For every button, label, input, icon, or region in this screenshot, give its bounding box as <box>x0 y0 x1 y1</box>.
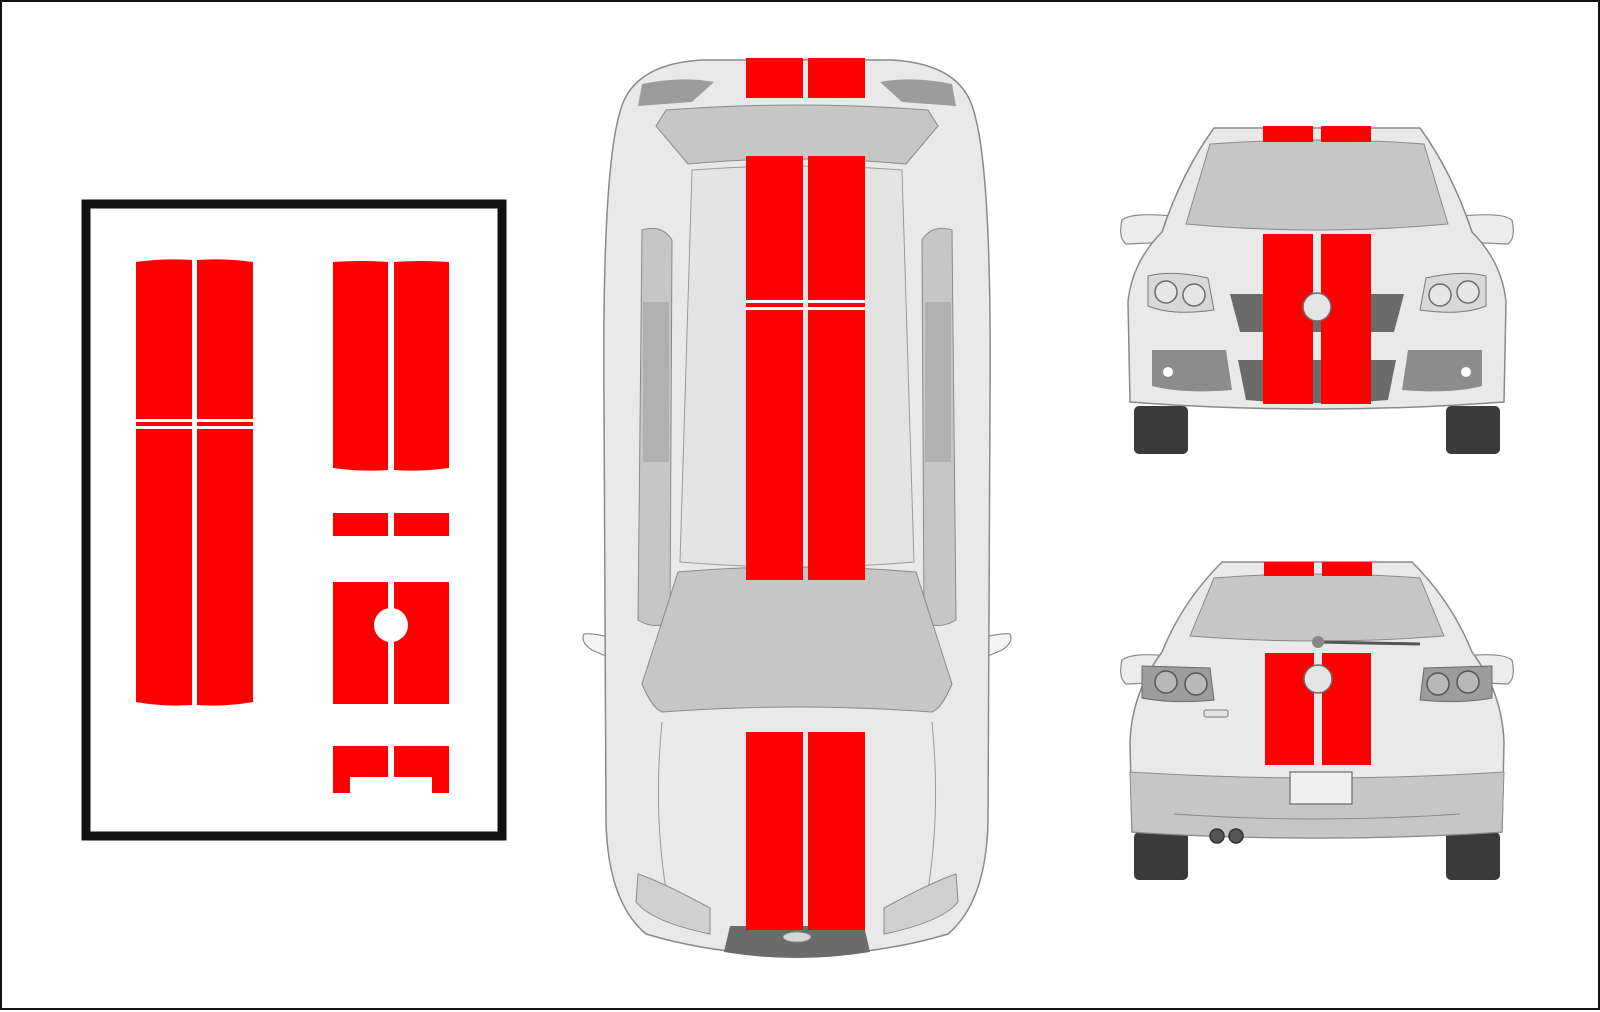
decal-hatch-strip-left <box>333 582 388 704</box>
rear-stripe-top-left <box>1264 562 1314 576</box>
top-rear-window <box>655 104 939 165</box>
rear-window <box>1189 573 1445 642</box>
top-stripe-rear-left <box>746 58 803 98</box>
front-tire-left <box>1134 406 1188 454</box>
car-rear-view <box>1120 561 1514 880</box>
rear-lamp-icon <box>1426 672 1450 696</box>
top-badge-icon <box>782 931 812 943</box>
top-stripe-roof-right <box>808 156 865 580</box>
front-fog-light-icon <box>1461 367 1471 377</box>
rear-diffuser-line <box>1173 813 1461 820</box>
rear-license-plate <box>1289 771 1353 805</box>
rear-wiper <box>1317 640 1421 646</box>
top-stripe-hood-left <box>746 732 803 930</box>
rear-exhaust-icon <box>1209 828 1225 844</box>
front-lamp-icon <box>1154 280 1178 304</box>
car-top-view <box>582 58 1012 958</box>
rear-lamp-icon <box>1456 670 1480 694</box>
front-fog-light-icon <box>1163 367 1173 377</box>
front-tire-right <box>1446 406 1500 454</box>
top-headlight-left <box>635 873 711 935</box>
decal-gap-line <box>134 426 255 429</box>
decal-small-strip-right <box>394 513 449 536</box>
top-rear-light-left <box>638 79 714 106</box>
front-lamp-icon <box>1428 283 1452 307</box>
top-stripe-hood-right <box>808 732 865 930</box>
decal-bumper-strip-left <box>333 746 388 793</box>
top-side-glass-shade-left <box>643 302 669 462</box>
top-stripe-gap-line <box>746 300 865 303</box>
front-lamp-icon <box>1456 280 1480 304</box>
car-front-view <box>1120 126 1514 454</box>
front-lower-grille <box>1238 360 1396 403</box>
rear-tire-right <box>1446 832 1500 880</box>
decal-layout-sheet <box>81 199 507 841</box>
decal-long-strip-left <box>136 259 192 706</box>
rear-lamp-icon <box>1184 672 1208 696</box>
top-stripe-gap-line <box>746 307 865 310</box>
decal-gap-line <box>134 419 255 422</box>
rear-reflector <box>1203 709 1229 718</box>
front-stripe-top-left <box>1263 126 1313 142</box>
top-headlight-right <box>883 873 959 935</box>
decal-badge-cutout <box>374 608 408 642</box>
rear-exhaust-icon <box>1228 828 1244 844</box>
front-lamp-icon <box>1182 283 1206 307</box>
front-stripe-hood-right <box>1321 234 1371 404</box>
decal-hood-strip-right <box>394 261 449 471</box>
front-fog-area-left <box>1152 350 1232 392</box>
rear-stripe-top-right <box>1322 562 1372 576</box>
top-windshield <box>641 566 953 713</box>
rear-lamp-icon <box>1154 670 1178 694</box>
rear-tire-left <box>1134 832 1188 880</box>
decal-hatch-strip-right <box>394 582 449 704</box>
top-side-glass-shade-right <box>925 302 951 462</box>
front-stripe-top-right <box>1321 126 1371 142</box>
decal-small-strip-left <box>333 513 388 536</box>
rear-wiper-pivot-icon <box>1312 636 1324 648</box>
decal-bumper-strip-right <box>394 746 449 793</box>
front-badge-icon <box>1302 292 1332 322</box>
front-stripe-hood-left <box>1263 234 1313 404</box>
top-stripe-rear-right <box>808 58 865 98</box>
front-windshield <box>1185 139 1449 231</box>
decal-long-strip-right <box>197 259 253 706</box>
front-fog-area-right <box>1402 350 1482 392</box>
top-rear-light-right <box>880 79 956 106</box>
decal-hood-strip-left <box>333 261 388 471</box>
top-stripe-roof-left <box>746 156 803 580</box>
rear-badge-icon <box>1303 664 1333 694</box>
